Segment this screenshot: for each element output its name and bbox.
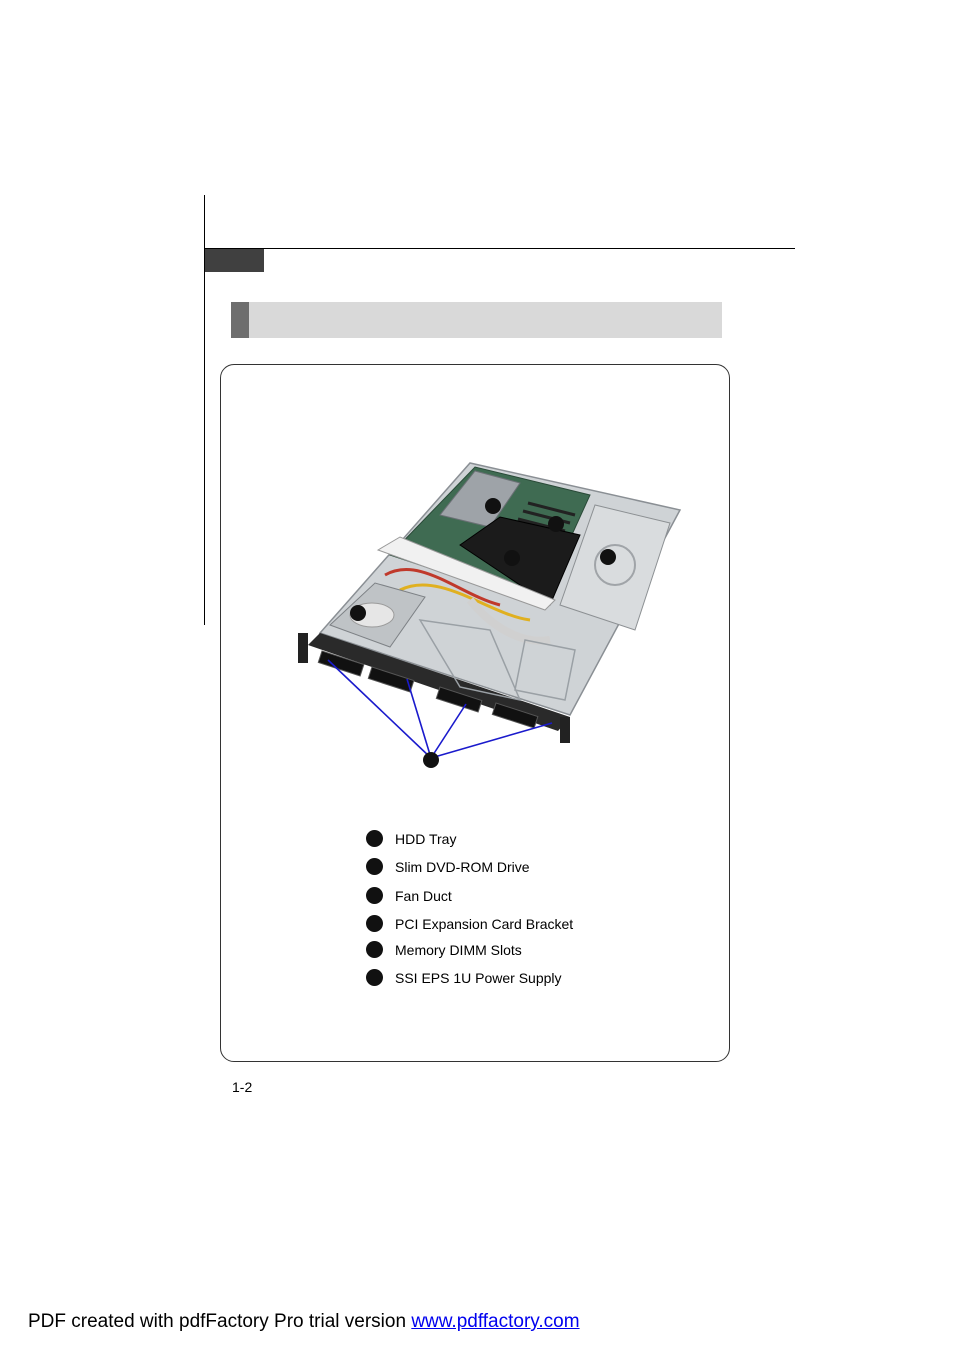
page-number: 1-2 bbox=[232, 1079, 253, 1095]
header-rule bbox=[204, 248, 795, 249]
rack-ear-right bbox=[560, 717, 570, 743]
legend-label: HDD Tray bbox=[395, 831, 457, 847]
legend-marker-icon bbox=[366, 969, 383, 986]
footer-link[interactable]: www.pdffactory.com bbox=[411, 1311, 580, 1332]
figure-frame bbox=[220, 364, 730, 1062]
callout-marker-hdd-tray bbox=[423, 752, 439, 768]
legend-marker-icon bbox=[366, 887, 383, 904]
pci-bracket bbox=[439, 470, 521, 528]
legend-label: Slim DVD-ROM Drive bbox=[395, 859, 530, 875]
section-title-accent bbox=[231, 302, 249, 338]
fan-duct bbox=[459, 516, 581, 606]
hdd-callout-lines bbox=[327, 659, 553, 759]
legend-marker-icon bbox=[366, 858, 383, 875]
legend-marker-icon bbox=[366, 941, 383, 958]
drive-cage bbox=[418, 619, 522, 702]
power-supply bbox=[559, 504, 671, 631]
psu-fan-grille bbox=[594, 544, 636, 586]
pdf-footer: PDF created with pdfFactory Pro trial ve… bbox=[28, 1311, 580, 1333]
page-margin-rule bbox=[204, 195, 205, 625]
callout-marker-power-supply bbox=[600, 549, 616, 565]
footer-text: PDF created with pdfFactory Pro trial ve… bbox=[28, 1311, 412, 1332]
callout-marker-memory bbox=[548, 516, 564, 532]
legend-marker-icon bbox=[366, 830, 383, 847]
chassis-crossbar bbox=[376, 536, 556, 611]
callout-marker-fan-duct bbox=[504, 550, 520, 566]
callout-marker-dvd bbox=[350, 605, 366, 621]
legend-marker-icon bbox=[366, 915, 383, 932]
legend-label: Fan Duct bbox=[395, 888, 452, 904]
rack-ear-left bbox=[298, 633, 308, 663]
hdd-trays bbox=[317, 650, 539, 729]
legend-label: Memory DIMM Slots bbox=[395, 942, 522, 958]
legend-label: PCI Expansion Card Bracket bbox=[395, 916, 574, 932]
callout-marker-pci-bracket bbox=[485, 498, 501, 514]
server-chassis-photo bbox=[298, 462, 682, 768]
section-title-bar bbox=[231, 302, 722, 338]
legend-label: SSI EPS 1U Power Supply bbox=[395, 970, 562, 986]
drive-cage-right bbox=[514, 639, 576, 701]
chapter-tab bbox=[205, 249, 264, 272]
cables bbox=[384, 568, 551, 645]
